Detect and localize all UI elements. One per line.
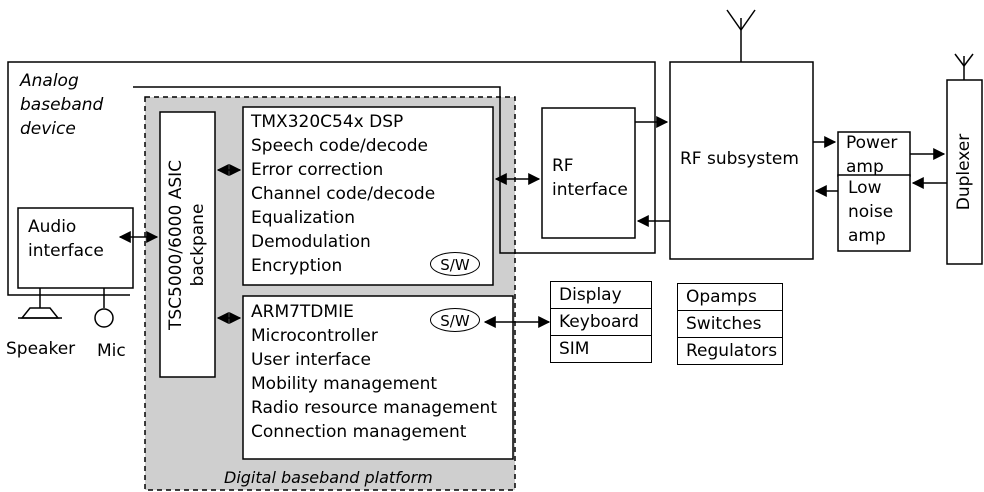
dsp-software-badge: S/W	[430, 252, 480, 276]
speaker-label: Speaker	[6, 339, 76, 359]
arm-function-list: ARM7TDMIE Microcontroller User interface…	[251, 300, 497, 444]
sim-box: SIM	[550, 335, 652, 363]
keyboard-box: Keyboard	[550, 308, 652, 336]
analog-device-label: Analog baseband device	[20, 71, 104, 139]
arm-item: Radio resource management	[251, 398, 497, 418]
mic-icon	[94, 288, 114, 328]
rf-interface-box	[541, 107, 636, 239]
arm-item: User interface	[251, 350, 371, 370]
dsp-item: Channel code/decode	[251, 184, 436, 204]
duplexer-box	[946, 79, 983, 265]
rf-interface-label: RF interface	[552, 156, 628, 200]
analog-parts-list: Opamps Switches Regulators	[677, 283, 783, 365]
duplexer-label: Duplexer	[954, 133, 974, 211]
rf-subsystem-label: RF subsystem	[680, 149, 799, 169]
arm-item: Microcontroller	[251, 326, 378, 346]
regulators-box: Regulators	[677, 337, 783, 365]
asic-backpane-box	[159, 111, 216, 378]
dsp-item: Demodulation	[251, 232, 371, 252]
opamps-box: Opamps	[677, 283, 783, 311]
low-noise-amp-box	[837, 174, 911, 252]
arm-software-badge: S/W	[430, 308, 480, 332]
power-amp-label: Power amp	[846, 133, 898, 177]
antenna-icon	[726, 9, 756, 62]
arm-title: ARM7TDMIE	[251, 302, 354, 322]
switches-box: Switches	[677, 310, 783, 338]
digital-platform-label: Digital baseband platform	[224, 468, 433, 487]
display-box: Display	[550, 281, 652, 309]
dsp-item: Equalization	[251, 208, 356, 228]
speaker-icon	[18, 288, 62, 319]
audio-interface-label: Audio interface	[28, 217, 104, 261]
analog-device-outline	[7, 61, 656, 296]
dsp-item: Encryption	[251, 256, 343, 276]
dsp-function-list: TMX320C54x DSP Speech code/decode Error …	[251, 110, 435, 278]
peripheral-list: Display Keyboard SIM	[550, 281, 652, 363]
dsp-item: Speech code/decode	[251, 136, 428, 156]
audio-interface-box	[17, 207, 134, 289]
duplexer-antenna-icon	[954, 53, 974, 80]
arm-item: Connection management	[251, 422, 467, 442]
dsp-title: TMX320C54x DSP	[251, 112, 404, 132]
asic-label: TSC5000/6000 ASIC backpane	[166, 160, 208, 331]
dsp-item: Error correction	[251, 160, 384, 180]
arm-item: Mobility management	[251, 374, 438, 394]
mic-label: Mic	[97, 341, 126, 361]
lna-label: Low noise amp	[848, 178, 894, 246]
